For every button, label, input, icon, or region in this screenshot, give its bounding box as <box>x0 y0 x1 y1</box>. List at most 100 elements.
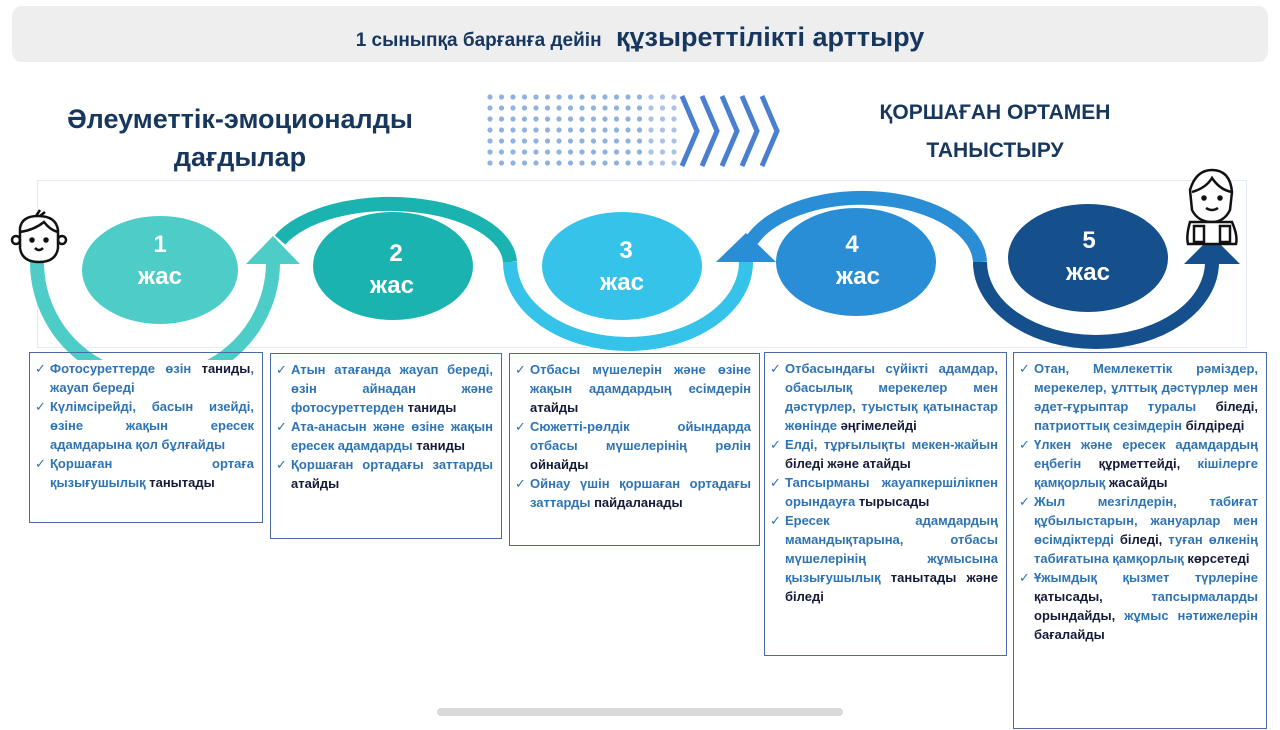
skill-verb: бағалайды <box>1034 627 1105 642</box>
skill-item: ✓ Күлімсірейді, басын изейді, өзіне жақын… <box>35 397 254 454</box>
dot <box>544 149 551 155</box>
skill-text: патриоттық сезімдерін <box>1034 418 1186 433</box>
skill-item: ✓ Сюжетті-рөлдік ойындарда отбасы мүшелер… <box>515 417 751 474</box>
dot <box>487 149 493 155</box>
dot <box>487 138 493 144</box>
arc-age3 <box>503 261 753 351</box>
dot <box>533 105 539 111</box>
skill-item: ✓Қоршаған ортаға қызығушылық танытады <box>35 454 254 492</box>
dot <box>498 116 505 122</box>
dot <box>556 105 562 111</box>
age-5-circle <box>1008 204 1168 312</box>
dot <box>636 94 643 100</box>
dot <box>498 105 505 111</box>
dot <box>521 105 528 111</box>
dot <box>613 94 620 100</box>
age-3-skills-box: ✓ Отбасы мүшелерін және өзіне жақын адамд… <box>509 353 760 546</box>
right-heading-line2: ТАНЫСТЫРУ <box>926 139 1064 162</box>
right-heading: ҚОРШАҒАН ОРТАМЕН ТАНЫСТЫРУ <box>840 94 1150 170</box>
dot <box>579 94 585 100</box>
dot <box>498 160 505 166</box>
checkmark-icon: ✓ <box>770 361 781 376</box>
dot <box>510 105 516 111</box>
skill-text: Елді, тұрғылықты мекен-жайын <box>785 437 998 452</box>
age-4-circle <box>776 208 936 316</box>
dot <box>613 116 620 122</box>
dot <box>510 149 516 155</box>
skill-verb: таниды <box>416 438 465 453</box>
checkmark-icon: ✓ <box>276 362 287 377</box>
dot <box>602 105 608 111</box>
dot <box>659 105 666 111</box>
checkmark-icon: ✓ <box>515 476 526 491</box>
age-3-label: жас <box>599 269 644 296</box>
skill-text: , жауап береді <box>50 361 254 395</box>
dot <box>590 94 597 100</box>
skill-verb: біледі, <box>1215 399 1258 414</box>
dot <box>567 160 574 166</box>
dot <box>544 116 551 122</box>
dot <box>521 149 528 155</box>
checkmark-icon: ✓ <box>35 361 46 376</box>
dot <box>533 94 539 100</box>
dot <box>671 116 677 122</box>
dot <box>590 149 597 155</box>
checkmark-icon: ✓ <box>1019 437 1030 452</box>
dot <box>556 149 562 155</box>
checkmark-icon: ✓ <box>770 475 781 490</box>
skill-verb: көрсетеді <box>1187 551 1250 566</box>
dot <box>625 94 631 100</box>
dot <box>613 127 620 133</box>
skill-text: Отбасы мүшелерін және өзіне жақын адамда… <box>530 362 751 396</box>
dot <box>659 160 666 166</box>
title-large: құзыреттілікті арттыру <box>616 22 925 52</box>
dot <box>556 94 562 100</box>
dot <box>533 116 539 122</box>
dot <box>648 138 654 144</box>
checkmark-icon: ✓ <box>1019 361 1030 376</box>
dot <box>671 160 677 166</box>
skill-item: ✓ Отбасы мүшелерін және өзіне жақын адамд… <box>515 360 751 417</box>
skill-item: ✓Қоршаған ортадағы заттарды атайды <box>276 455 493 493</box>
dot <box>671 105 677 111</box>
checkmark-icon: ✓ <box>276 457 287 472</box>
checkmark-icon: ✓ <box>515 419 526 434</box>
checkmark-icon: ✓ <box>35 399 46 414</box>
skill-text: Қоршаған ортаға қызығушылық <box>50 456 254 490</box>
dot <box>659 94 666 100</box>
skill-verb: біледі және атайды <box>785 456 911 471</box>
skill-verb: ойнайды <box>530 457 589 472</box>
checkmark-icon: ✓ <box>770 513 781 528</box>
dot <box>613 138 620 144</box>
dot <box>556 138 562 144</box>
checkmark-icon: ✓ <box>515 362 526 377</box>
dot <box>602 149 608 155</box>
arc-age2 <box>274 196 517 263</box>
skill-item: ✓Ұжымдық қызмет түрлеріне қатысады, тапс… <box>1019 568 1258 644</box>
dot <box>590 127 597 133</box>
dot <box>659 138 666 144</box>
dot <box>625 116 631 122</box>
age-2-number: 2 <box>389 240 402 267</box>
skill-item: ✓Елді, тұрғылықты мекен-жайын біледі жән… <box>770 435 998 473</box>
age-timeline-diagram: 1 жас 2 жас 3 жас 4 жас 5 жас <box>10 94 1240 360</box>
dot <box>556 127 562 133</box>
skill-verb: таниды <box>407 400 457 415</box>
dot <box>602 94 608 100</box>
skill-verb: атайды <box>530 400 579 415</box>
skill-item: ✓Ата-анасын және өзіне жақын ересек адам… <box>276 417 493 455</box>
checkmark-icon: ✓ <box>276 419 287 434</box>
age-3-circle <box>542 212 702 320</box>
dot <box>636 116 643 122</box>
dot <box>648 94 654 100</box>
age-1-circle <box>82 216 238 324</box>
dot <box>648 160 654 166</box>
skill-text: Күлімсірейді, басын изейді, өзіне жақын … <box>50 399 254 452</box>
dot <box>521 94 528 100</box>
dot <box>613 105 620 111</box>
dot <box>659 116 666 122</box>
skill-text: Сюжетті-рөлдік ойындарда отбасы мүшелері… <box>530 419 751 453</box>
skill-text: Фотосуреттерде өзін <box>50 361 202 376</box>
horizontal-scrollbar[interactable] <box>437 708 843 716</box>
dot <box>579 149 585 155</box>
